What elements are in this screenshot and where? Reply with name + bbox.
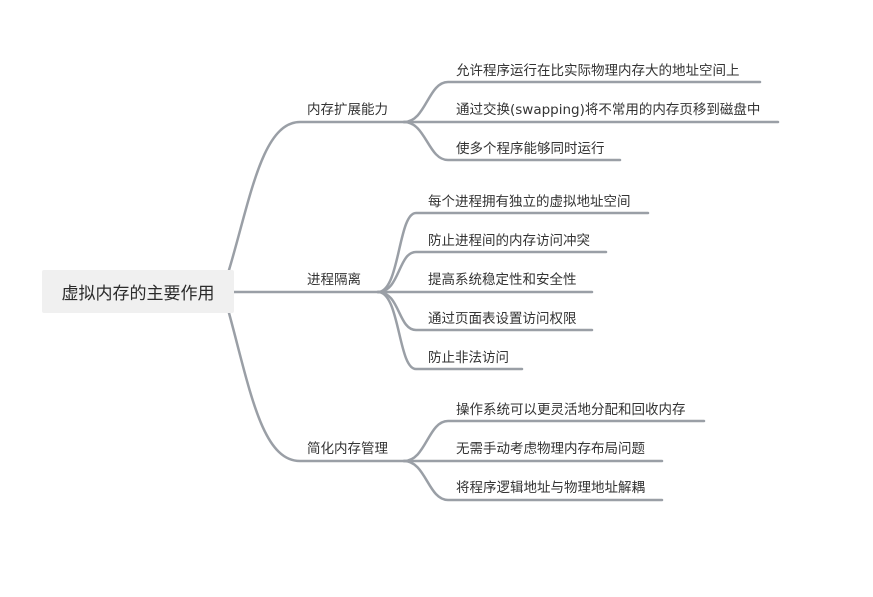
- leaf-process-isolation-5: 防止非法访问: [428, 350, 509, 366]
- leaf-simplified-memory-management-2: 无需手动考虑物理内存布局问题: [456, 441, 645, 457]
- branch-memory-expansion: 内存扩展能力: [307, 102, 388, 118]
- leaf-simplified-memory-management-3: 将程序逻辑地址与物理地址解耦: [456, 480, 645, 496]
- connector-b1-leaf-1: [402, 80, 762, 124]
- leaf-simplified-memory-management-1: 操作系统可以更灵活地分配和回收内存: [456, 402, 686, 418]
- connector-root-branch-3: [227, 311, 406, 463]
- connector-root-branch-1: [227, 120, 406, 272]
- connector-b3-leaf-3: [402, 459, 664, 502]
- leaf-process-isolation-4: 通过页面表设置访问权限: [428, 311, 577, 327]
- leaf-memory-expansion-2: 通过交换(swapping)将不常用的内存页移到磁盘中: [456, 102, 761, 118]
- connector-b2-leaf-2: [376, 250, 608, 294]
- leaf-memory-expansion-1: 允许程序运行在比实际物理内存大的地址空间上: [456, 63, 740, 79]
- leaf-process-isolation-3: 提高系统稳定性和安全性: [428, 272, 577, 288]
- leaf-memory-expansion-3: 使多个程序能够同时运行: [456, 141, 605, 157]
- branch-process-isolation: 进程隔离: [307, 272, 361, 288]
- leaf-process-isolation-2: 防止进程间的内存访问冲突: [428, 233, 590, 249]
- branch-simplified-memory-management: 简化内存管理: [307, 441, 388, 457]
- connector-b2-leaf-1: [376, 211, 650, 294]
- connector-b2-leaf-5: [376, 290, 524, 371]
- connector-b1-leaf-3: [402, 120, 622, 162]
- root-node: 虚拟内存的主要作用: [42, 270, 234, 313]
- leaf-process-isolation-1: 每个进程拥有独立的虚拟地址空间: [428, 194, 631, 210]
- connector-b3-leaf-1: [402, 419, 706, 463]
